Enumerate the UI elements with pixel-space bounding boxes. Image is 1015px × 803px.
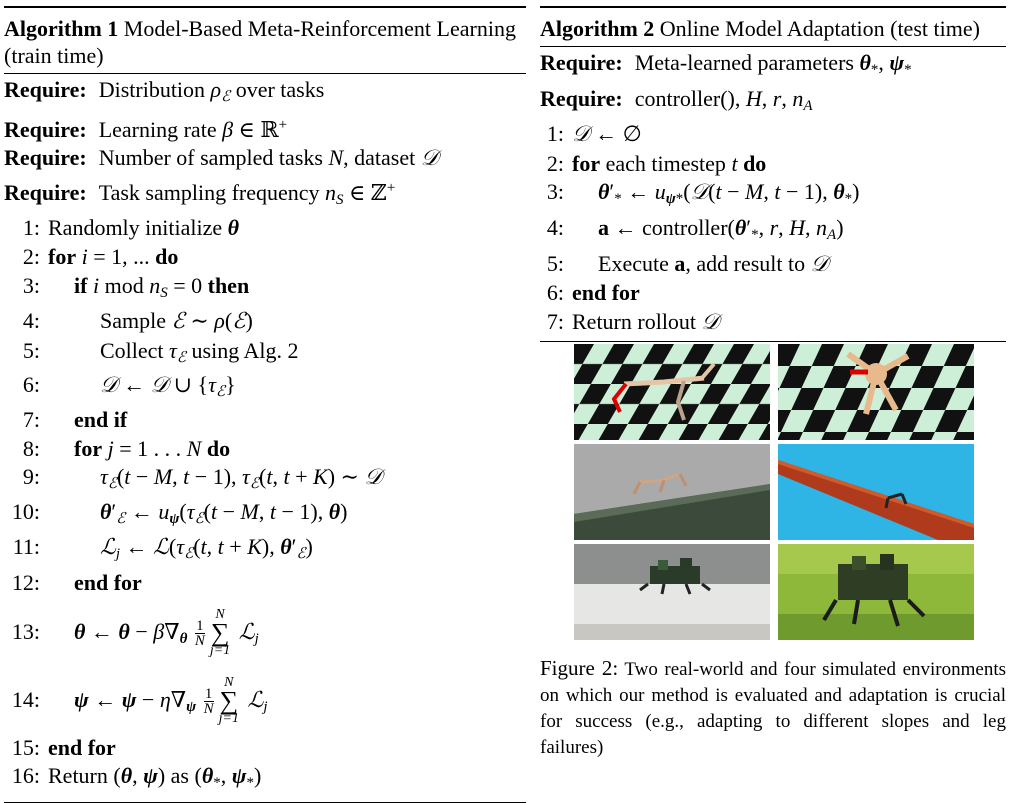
require-line: Require:Number of sampled tasks N, datas… xyxy=(4,145,439,172)
algo-line: 3:θ′* ← uψ*(𝒟(t − M, t − 1), θ*) xyxy=(546,179,860,208)
algo-line: 5:Execute a, add result to 𝒟 xyxy=(546,250,829,277)
algorithm-2-tag: Algorithm 2 xyxy=(540,16,655,41)
algo-line: 2:for each timestep t do xyxy=(546,150,767,176)
algo-line: 6:end for xyxy=(546,280,640,306)
algorithm-1-title: Algorithm 1 Model-Based Meta-Reinforceme… xyxy=(4,8,526,73)
require-keyword: Require: xyxy=(540,50,623,75)
algorithm-1-tag: Algorithm 1 xyxy=(4,16,119,41)
algo-line: 8:for j = 1 . . . N do xyxy=(22,435,231,461)
algo-line: 1:Randomly initialize θ xyxy=(22,215,240,241)
algo-line: 7:end if xyxy=(22,406,128,432)
bottom-rule xyxy=(540,341,1006,343)
algo-line: 3:if i mod nS = 0 then xyxy=(22,272,250,301)
algo-line: 6:𝒟 ← 𝒟 ∪ {τℰ} xyxy=(22,372,236,401)
algo-line: 7:Return rollout 𝒟 xyxy=(546,308,720,335)
figure-2-panels xyxy=(574,344,974,640)
algorithm-2-title-text: Online Model Adaptation (test time) xyxy=(654,16,980,41)
require-line: Require:Meta-learned parameters θ*, ψ* xyxy=(540,50,912,78)
algo-line: 2:for i = 1, ... do xyxy=(22,243,179,269)
require-line: Require:Learning rate β ∈ ℝ+ xyxy=(4,116,288,142)
require-line: Require:controller(), H, r, nA xyxy=(540,85,813,114)
require-line: Require:Distribution ρℰ over tasks xyxy=(4,77,325,105)
algo-line: 16:Return (θ, ψ) as (θ*, ψ*) xyxy=(11,763,262,792)
require-keyword: Require: xyxy=(4,179,87,205)
algorithm-2-title: Algorithm 2 Online Model Adaptation (tes… xyxy=(540,8,1006,46)
panel-millirobot-grass xyxy=(778,544,974,640)
panel-millirobot-foam xyxy=(574,544,770,640)
figure-caption-text: Two real-world and four simulated enviro… xyxy=(540,659,1006,758)
algorithm-1-title-text: Model-Based Meta-Reinforcement Learning … xyxy=(4,16,516,68)
panel-cheetah-slope xyxy=(574,444,770,540)
require-keyword: Require: xyxy=(540,85,623,111)
title-rule xyxy=(540,46,1006,47)
algorithm-2: Algorithm 2 Online Model Adaptation (tes… xyxy=(540,0,1006,758)
figure-2-caption: Figure 2: Two real-world and four simula… xyxy=(540,655,1006,761)
algo-line: 4:a ← controller(θ′*, r, H, nA) xyxy=(546,214,844,243)
algorithm-1: Algorithm 1 Model-Based Meta-Reinforceme… xyxy=(4,0,526,803)
require-keyword: Require: xyxy=(4,116,87,142)
algo-line: 11:ℒj ← ℒ(τℰ(t, t + K), θ′ℰ) xyxy=(12,534,313,563)
top-rule xyxy=(4,6,526,8)
algo-line: 12:end for xyxy=(11,569,142,595)
algo-line: 4:Sample ℰ ∼ ρ(ℰ) xyxy=(22,308,253,335)
algo-line: 15:end for xyxy=(11,734,116,760)
algo-line: 10:θ′ℰ ← uψ(τℰ(t − M, t − 1), θ) xyxy=(11,498,348,527)
title-rule xyxy=(4,73,526,74)
panel-ant-checkerboard xyxy=(778,344,974,440)
panel-cheetah-pier xyxy=(778,444,974,540)
require-line: Require:Task sampling frequency nS ∈ ℤ+ xyxy=(4,179,396,208)
algo-line: 5:Collect τℰ using Alg. 2 xyxy=(22,337,299,366)
require-keyword: Require: xyxy=(4,145,87,171)
require-keyword: Require: xyxy=(4,77,87,102)
algo-line: 1:𝒟 ← ∅ xyxy=(546,121,642,148)
top-rule xyxy=(540,6,1006,8)
panel-cheetah-checkerboard xyxy=(574,344,770,440)
figure-label: Figure 2: xyxy=(540,656,619,680)
algo-line: 9:τℰ(t − M, t − 1), τℰ(t, t + K) ∼ 𝒟 xyxy=(22,464,383,493)
